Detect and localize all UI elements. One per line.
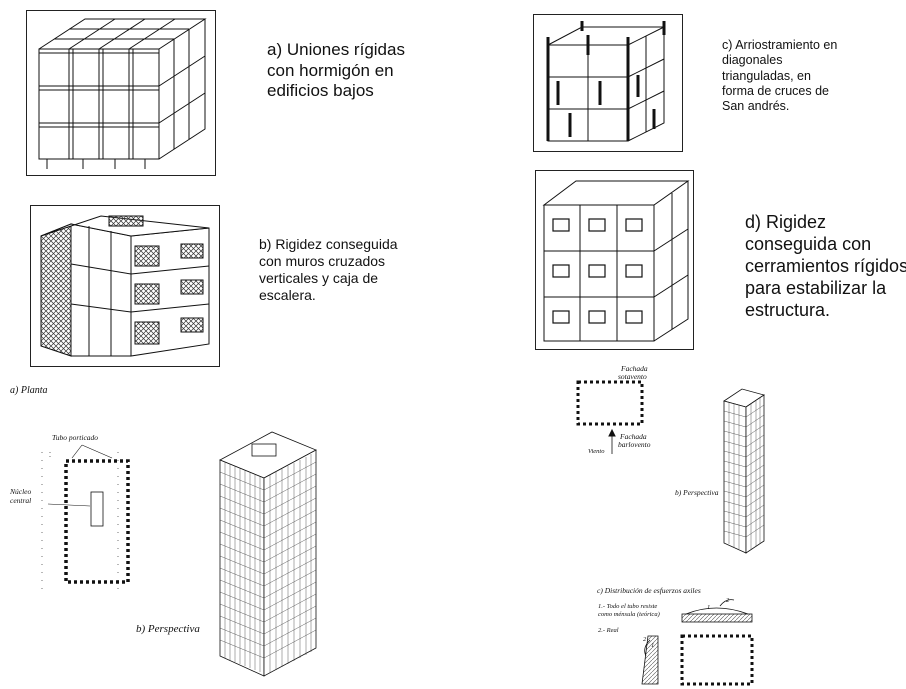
caption-b-line-3: verticales y caja de [259, 270, 379, 287]
axial-mark-2a: 2 [726, 597, 730, 604]
shear-wall-drawing [40, 215, 210, 357]
caption-a-line-1: a) Uniones rígidas [267, 40, 405, 59]
perspective-label-right: b) Perspectiva [675, 488, 719, 497]
caption-a: a) Uniones rígidas con hormigón en edifi… [267, 40, 405, 102]
case1-line2: como ménsula (teórica) [598, 611, 660, 618]
caption-c-line-4: forma de cruces de [722, 83, 829, 98]
core-label-1: Núcleo [10, 487, 32, 496]
axial-diagram [641, 599, 754, 686]
tube-label: Tubo porticado [52, 433, 99, 442]
caption-c-line-2: diagonales [722, 53, 783, 68]
caption-c-line-5: San andrés. [722, 99, 790, 113]
caption-d-line-4: para estabilizar la [745, 277, 887, 298]
axial-title: c) Distribución de esfuerzos axiles [597, 586, 701, 595]
axial-mark-1a: 1 [707, 604, 711, 611]
caption-b-line-2: con muros cruzados [259, 253, 386, 270]
caption-b: b) Rigidez conseguida con muros cruzados… [259, 236, 398, 304]
caption-a-line-3: edificios bajos [267, 81, 374, 101]
facade-top-1: Fachada [621, 364, 648, 373]
tube-perspective-right [723, 388, 765, 554]
rigid-frame-image [26, 10, 216, 176]
plan-title: a) Planta [10, 385, 48, 396]
shear-wall-image [30, 205, 220, 367]
caption-c-line-1: c) Arriostramiento en [722, 38, 838, 52]
caption-b-line-4: escalera. [259, 287, 316, 304]
tube-plan-drawing [41, 444, 130, 590]
case2-label: 2.- Real [598, 627, 619, 634]
caption-a-line-2: con hormigón en [267, 60, 394, 80]
rigid-cladding-drawing [542, 180, 690, 342]
case1-line1: 1.- Todo el tubo resiste [598, 603, 658, 610]
caption-d-line-3: cerramientos rígidos [745, 255, 906, 276]
caption-b-line-1: b) Rigidez conseguida [259, 236, 398, 252]
rigid-frame-drawing [38, 18, 207, 169]
braced-frame-image [533, 14, 683, 152]
caption-d-line-1: d) Rigidez [745, 212, 827, 232]
axial-mark-1b: 1 [651, 642, 655, 649]
caption-c: c) Arriostramiento en diagonales triangu… [722, 38, 837, 114]
core-label-2: central [10, 496, 32, 505]
caption-c-line-3: trianguladas, en [722, 68, 811, 83]
rigid-cladding-image [535, 170, 694, 350]
perspective-label-left: b) Perspectiva [136, 623, 200, 635]
facade-top-2: sotavento [618, 372, 647, 381]
facade-bottom-2: barlovento [618, 440, 651, 449]
caption-d-line-2: conseguida con [745, 233, 872, 254]
facade-plan-drawing [576, 380, 644, 454]
axial-mark-2b: 2 [643, 636, 647, 643]
braced-frame-drawing [546, 21, 666, 142]
tube-perspective-left [219, 431, 317, 677]
wind-label: Viento [588, 448, 605, 455]
caption-d-line-5: estructura. [745, 299, 831, 320]
caption-d: d) Rigidez conseguida con cerramientos r… [745, 212, 906, 322]
facade-bottom-1: Fachada [620, 432, 647, 441]
